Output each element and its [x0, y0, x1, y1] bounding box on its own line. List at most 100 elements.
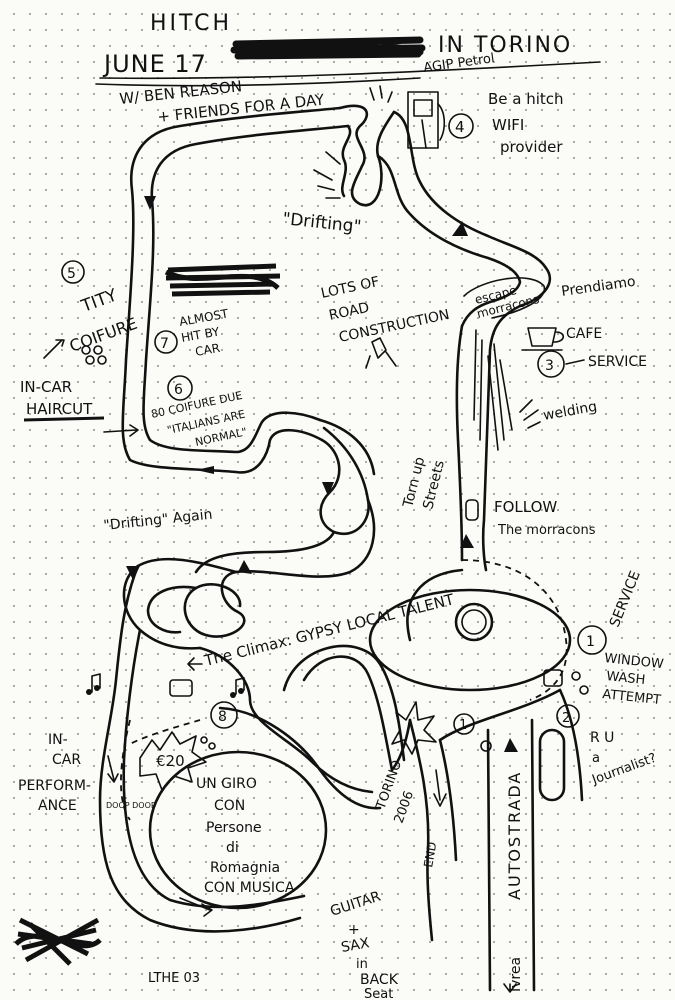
- drift-rays: [313, 85, 393, 199]
- svg-text:R U: R U: [590, 730, 614, 746]
- svg-text:1: 1: [459, 718, 467, 733]
- wifi-line-2: WIFI: [492, 116, 524, 134]
- svg-text:WINDOW: WINDOW: [604, 651, 665, 672]
- svg-text:PERFORM-: PERFORM-: [18, 778, 91, 794]
- svg-text:+: +: [348, 922, 360, 938]
- torn-up-streets: Torn up Streets: [400, 455, 448, 511]
- stop-6: 6 80 COIFURE DUE "ITALIANS ARE NORMAL": [150, 375, 248, 449]
- svg-text:DOOP DOOP: DOOP DOOP: [106, 801, 156, 810]
- wifi-line-1: Be a hitch: [488, 90, 564, 108]
- direction-arrows: [43, 196, 518, 917]
- signature: LTHE 03: [148, 971, 200, 986]
- svg-text:GUITAR: GUITAR: [328, 888, 383, 919]
- svg-text:welding: welding: [542, 399, 598, 424]
- follow-morracons: FOLLOW The morracons: [465, 498, 596, 538]
- road-construction: LOTS OF ROAD CONSTRUCTION: [320, 274, 451, 369]
- stop-7: 7 ALMOST HIT BY CAR: [154, 306, 230, 359]
- svg-text:HIT BY: HIT BY: [180, 324, 221, 345]
- wifi-line-3: provider: [500, 138, 563, 156]
- burst-icon: [139, 731, 207, 791]
- svg-text:ALMOST: ALMOST: [178, 306, 230, 329]
- guitar-sax: GUITAR + SAX in BACK Seat: [328, 888, 398, 1000]
- svg-text:HAIRCUT: HAIRCUT: [26, 400, 93, 418]
- music-note-icon: [91, 673, 101, 693]
- place: IN TORINO: [438, 33, 572, 58]
- route-roads: [98, 104, 584, 992]
- worker-icon: [365, 337, 397, 369]
- fuel-pump-icon: [407, 91, 439, 149]
- svg-text:CON MUSICA: CON MUSICA: [204, 880, 295, 896]
- svg-text:5: 5: [67, 266, 76, 282]
- music-corner: [86, 673, 101, 695]
- svg-text:1: 1: [586, 634, 595, 650]
- svg-text:di: di: [226, 840, 239, 856]
- svg-text:ATTEMPT: ATTEMPT: [602, 687, 662, 708]
- stop-2: 2 R U a Journalist?: [556, 704, 659, 788]
- service-1-label: SERVICE: [607, 569, 644, 630]
- arrow-down-icon: [322, 482, 334, 496]
- arrow-right-icon: [196, 466, 214, 474]
- arrow-up-icon: [504, 738, 518, 752]
- in-car-performance: IN- CAR PERFORM- ANCE DOOP DOOP: [18, 732, 156, 814]
- svg-text:AUTOSTRADA: AUTOSTRADA: [505, 771, 524, 900]
- svg-text:UN GIRO: UN GIRO: [196, 776, 257, 792]
- svg-text:CAFE: CAFE: [566, 326, 602, 342]
- svg-text:6: 6: [174, 382, 183, 398]
- svg-text:ROAD: ROAD: [328, 300, 371, 324]
- svg-text:FOLLOW: FOLLOW: [494, 498, 557, 516]
- arrow-left-icon: [238, 560, 252, 574]
- svg-text:IN-CAR: IN-CAR: [20, 378, 72, 396]
- arrow-down-icon: [433, 769, 447, 807]
- svg-text:BACK: BACK: [360, 972, 399, 988]
- car-icon: [169, 679, 193, 697]
- svg-text:END: END: [421, 841, 439, 869]
- svg-text:in: in: [356, 957, 368, 972]
- svg-text:IN-: IN-: [48, 732, 68, 748]
- escape-morracons: escape morracons: [463, 277, 545, 321]
- corner-scribble: [14, 917, 102, 966]
- coffee-cup-icon: [521, 327, 565, 351]
- svg-text:4: 4: [455, 118, 465, 136]
- arrow-up-icon: [452, 222, 468, 236]
- svg-text:CAR: CAR: [52, 752, 81, 768]
- svg-text:7: 7: [160, 336, 169, 352]
- svg-text:SERVICE: SERVICE: [588, 354, 647, 370]
- svg-text:WASH: WASH: [606, 669, 646, 688]
- svg-text:SAX: SAX: [340, 935, 371, 956]
- drifting-label: "Drifting": [281, 209, 362, 237]
- svg-text:a: a: [592, 751, 600, 766]
- scribble-heading: [164, 263, 281, 297]
- svg-text:Seat: Seat: [364, 987, 393, 1000]
- svg-text:Romagnia: Romagnia: [210, 860, 280, 876]
- title: HITCH: [150, 11, 232, 36]
- header-underline: [99, 61, 601, 80]
- welding: welding: [519, 399, 598, 429]
- date: JUNE 17: [102, 50, 207, 78]
- arrow-down-icon: [144, 196, 156, 210]
- svg-text:LOTS OF: LOTS OF: [320, 274, 381, 302]
- euro-amount: €20: [156, 752, 185, 770]
- tity-line-2: COIFURE: [67, 314, 140, 356]
- svg-text:The morracons: The morracons: [497, 523, 596, 538]
- svg-text:Ivrea: Ivrea: [508, 957, 524, 992]
- stop-4-circle: [448, 113, 474, 139]
- un-giro: UN GIRO CON Persone di Romagnia CON MUSI…: [196, 776, 295, 896]
- star-burst-icon: [391, 701, 437, 755]
- arrow-up-icon: [460, 534, 474, 548]
- car-icon: [543, 669, 563, 687]
- autostrada: AUTOSTRADA Ivrea: [503, 771, 524, 993]
- music-note-icon: [235, 677, 245, 695]
- stop-3: Prendiamo CAFE 3 SERVICE: [521, 274, 647, 378]
- svg-text:2006: 2006: [392, 789, 417, 825]
- drifting-again-label: "Drifting" Again: [103, 507, 213, 534]
- svg-text:3: 3: [545, 358, 554, 374]
- svg-text:CAR: CAR: [194, 341, 221, 359]
- scribbled-out-word: [230, 36, 426, 60]
- header: HITCH JUNE 17 IN TORINO W/ BEN REASON + …: [95, 11, 601, 126]
- tity-line-1: TITY: [78, 285, 120, 317]
- svg-text:CON: CON: [214, 798, 245, 814]
- stop-4: 4 Be a hitch WIFI provider: [448, 90, 564, 156]
- svg-text:Persone: Persone: [206, 820, 262, 836]
- svg-text:2: 2: [562, 711, 570, 726]
